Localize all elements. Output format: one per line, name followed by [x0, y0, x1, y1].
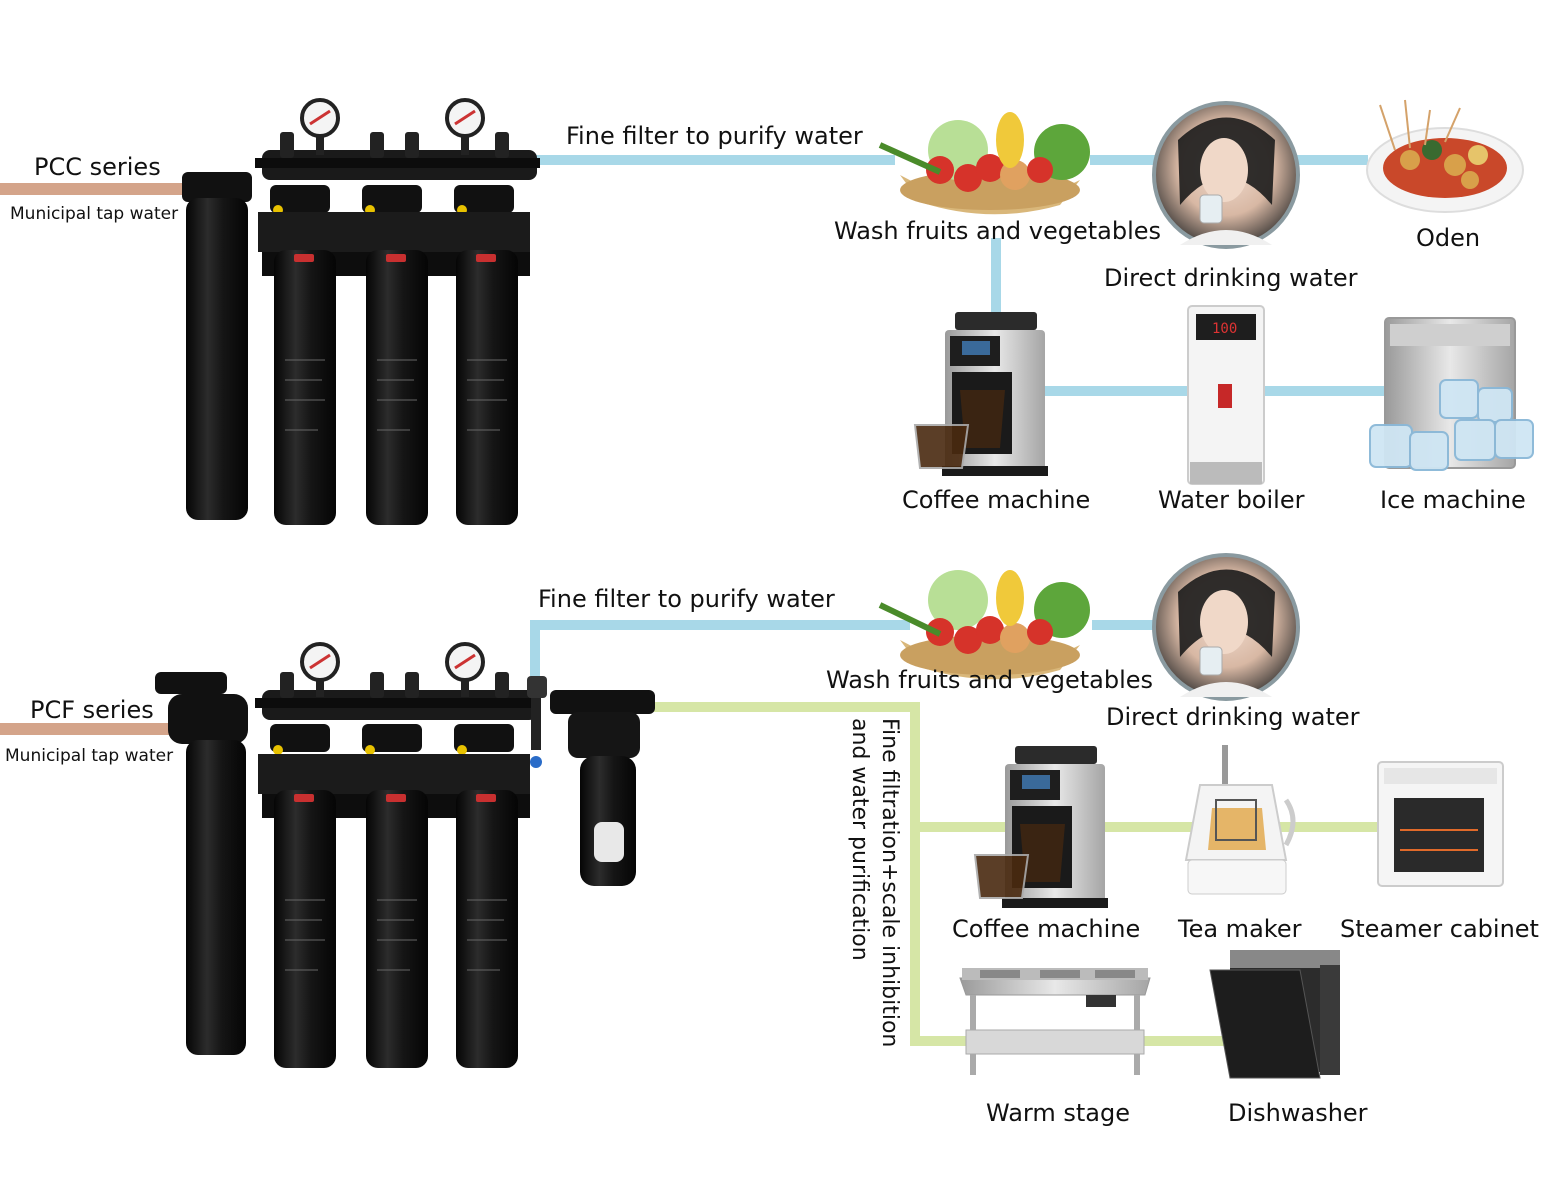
svg-text:100: 100	[1212, 321, 1237, 337]
vegetable-basket-icon	[878, 570, 1090, 680]
ice-machine-icon	[1369, 317, 1534, 471]
pcc-pipe-drink-oden	[1296, 155, 1368, 165]
pcc-main-pipe	[535, 155, 895, 165]
scale-inhibitor-icon	[550, 690, 655, 886]
pcf-pipe-label: Fine filter to purify water	[538, 585, 835, 613]
pcc-pipe-down	[991, 238, 1001, 318]
pressure-gauge-icon	[300, 642, 340, 697]
pcf-tap-pipe	[0, 723, 175, 735]
pressure-gauge-icon	[445, 98, 485, 155]
pcf-steamer-label: Steamer cabinet	[1340, 915, 1539, 943]
pcf-scale-pipe-h	[650, 702, 918, 712]
pcc-ice-label: Ice machine	[1380, 486, 1526, 514]
dishwasher-icon	[1209, 950, 1340, 1079]
pcf-scale-pipe-v	[910, 702, 920, 1044]
vegetable-basket-icon	[878, 112, 1090, 215]
pcf-coffee-label: Coffee machine	[952, 915, 1141, 943]
pcf-drink-label: Direct drinking water	[1106, 703, 1360, 731]
steamer-cabinet-icon	[1377, 761, 1504, 887]
pcc-filter-system-icon	[182, 98, 540, 525]
drinking-woman-icon	[1152, 553, 1300, 701]
pcc-source-label: Municipal tap water	[10, 204, 179, 224]
pcf-pipe-wash-drink	[1092, 620, 1162, 630]
pcc-pipe-coffee-boiler	[1040, 386, 1190, 396]
pcf-series-label: PCF series	[30, 696, 154, 724]
pcc-wash-label: Wash fruits and vegetables	[834, 217, 1162, 245]
pcf-scale-label: Fine filtration+scale inhibition and wat…	[847, 718, 902, 1048]
warm-stage-icon	[959, 968, 1151, 1075]
pcf-tea-label: Tea maker	[1178, 915, 1302, 943]
pcf-dishwasher-label: Dishwasher	[1228, 1099, 1368, 1127]
pcc-tap-pipe	[0, 183, 182, 195]
water-boiler-icon: 100	[1187, 305, 1265, 485]
drinking-woman-icon	[1152, 101, 1300, 249]
pcc-pipe-boiler-ice	[1262, 386, 1387, 396]
oden-dish-icon	[1366, 99, 1524, 213]
pcf-up-pipe	[530, 620, 540, 682]
coffee-machine-icon	[913, 312, 1048, 476]
pcc-coffee-label: Coffee machine	[902, 486, 1091, 514]
pcf-source-label: Municipal tap water	[5, 746, 174, 766]
pcc-pipe-wash-drink	[1090, 155, 1160, 165]
pcc-drink-label: Direct drinking water	[1104, 264, 1358, 292]
pcf-wash-label: Wash fruits and vegetables	[826, 666, 1154, 694]
pcf-main-pipe	[530, 620, 910, 630]
pcf-warm-label: Warm stage	[986, 1099, 1130, 1127]
pcc-boiler-label: Water boiler	[1158, 486, 1305, 514]
pressure-gauge-icon	[300, 98, 340, 155]
pcc-oden-label: Oden	[1416, 224, 1481, 252]
pcf-pipe-to-coffee	[910, 822, 1410, 832]
pcc-series-label: PCC series	[34, 153, 161, 181]
coffee-machine-icon	[973, 746, 1108, 908]
pressure-gauge-icon	[445, 642, 485, 697]
pcf-filter-system-icon	[155, 642, 655, 1068]
pcc-pipe-label: Fine filter to purify water	[566, 122, 863, 150]
pcc-pipes	[0, 155, 1387, 396]
tea-maker-icon	[1184, 745, 1296, 895]
